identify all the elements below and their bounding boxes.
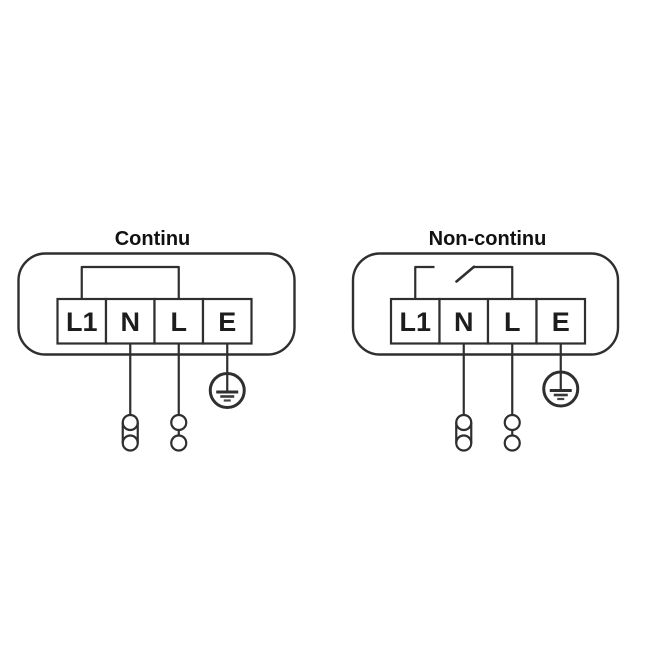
bridge-wire-closed: [80, 265, 180, 302]
terminal-label-e: E: [218, 307, 236, 337]
connector-circle: [455, 413, 473, 432]
connector-circle: [121, 434, 139, 452]
terminal-label-l: L: [171, 307, 188, 337]
connector-side-links: [455, 422, 473, 443]
terminal-block: L1 N L E: [389, 297, 587, 345]
connector-circle: [121, 413, 139, 432]
earth-ground-icon: [208, 372, 246, 409]
connector-side-links: [121, 422, 139, 443]
terminal-box-l1: [56, 297, 108, 345]
live-connector-icon: [170, 413, 188, 452]
device-outline: [351, 252, 620, 356]
live-connector-icon: [503, 413, 521, 452]
terminal-box-l: [486, 297, 538, 345]
bridge-wire-open-switch: [414, 265, 514, 302]
terminal-label-e: E: [552, 307, 570, 337]
neutral-connector-icon: [455, 413, 473, 452]
device-outline: [17, 252, 296, 356]
terminal-label-n: N: [121, 307, 141, 337]
diagram-continu: Continu L1 N L E: [17, 228, 296, 452]
switch-fixed-stub: [414, 265, 435, 302]
terminal-box-e: [201, 297, 253, 345]
terminal-label-l: L: [504, 307, 521, 337]
connector-circle: [170, 434, 188, 452]
terminal-block: L1 N L E: [56, 297, 253, 345]
connector-circle: [170, 413, 188, 432]
connector-circle: [503, 434, 521, 452]
switch-blade: [455, 265, 476, 283]
terminal-label-l1: L1: [399, 307, 431, 337]
diagram-title-continu: Continu: [115, 228, 191, 250]
terminal-label-l1: L1: [66, 307, 98, 337]
diagram-non-continu: Non-continu L1 N L E: [351, 228, 620, 452]
connector-circle: [455, 434, 473, 452]
switch-right-wire: [473, 265, 514, 302]
earth-ground-icon: [542, 370, 580, 408]
neutral-connector-icon: [121, 413, 139, 452]
terminal-label-n: N: [454, 307, 474, 337]
terminal-box-l1: [389, 297, 441, 345]
diagram-title-non-continu: Non-continu: [429, 228, 547, 250]
connector-circle: [503, 413, 521, 432]
